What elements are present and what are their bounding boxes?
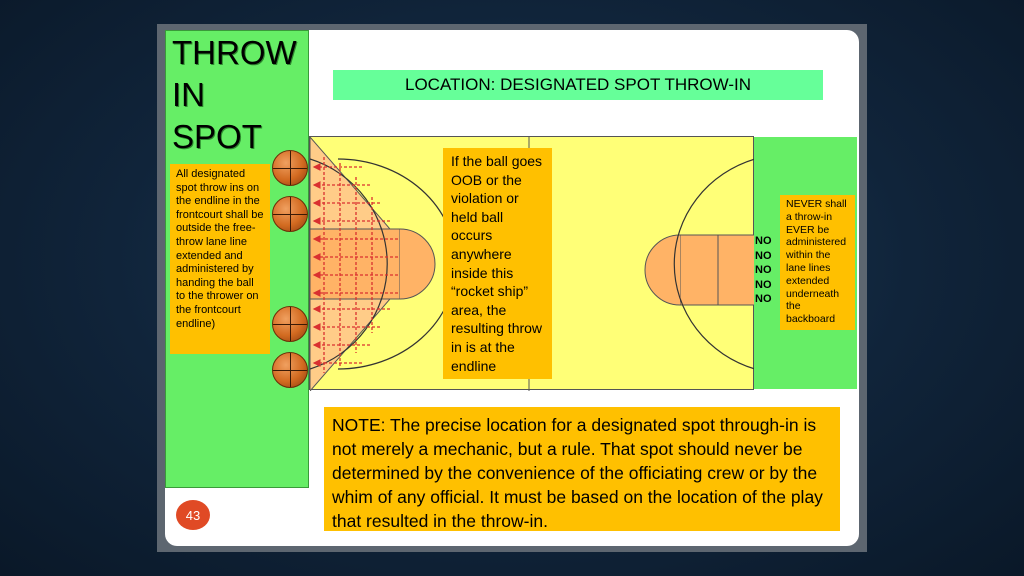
slide-title: THROW IN SPOT <box>172 32 312 158</box>
title-line-3: SPOT <box>172 118 262 155</box>
title-line-2: IN <box>172 76 205 113</box>
right-three-point-arc <box>673 158 755 370</box>
left-three-point-arc <box>310 158 388 370</box>
no-label: NO <box>755 293 772 305</box>
right-free-throw-arc <box>644 234 681 306</box>
basketball-icon <box>272 196 308 232</box>
no-label: NO <box>755 278 772 291</box>
left-free-throw-arc <box>399 228 436 300</box>
page-number-badge: 43 <box>176 500 210 530</box>
basketball-icon <box>272 150 308 186</box>
no-label: NO <box>755 249 772 262</box>
no-label: NO <box>755 264 772 276</box>
left-note-box: All designated spot throw ins on the end… <box>170 164 270 354</box>
no-labels: NO NO NO NO NO <box>755 234 779 307</box>
no-label: NO <box>755 235 772 247</box>
center-note-box: If the ball goes OOB or the violation or… <box>443 148 552 379</box>
bottom-note-box: NOTE: The precise location for a designa… <box>324 407 840 531</box>
location-banner: LOCATION: DESIGNATED SPOT THROW-IN <box>333 70 823 100</box>
court-drawing <box>310 137 755 391</box>
title-line-1: THROW <box>172 34 297 71</box>
basketball-icon <box>272 352 308 388</box>
red-arrows <box>312 163 398 367</box>
basketball-icon <box>272 306 308 342</box>
right-note-box: NEVER shall a throw-in EVER be administe… <box>780 195 855 330</box>
red-arrow-verticals <box>323 157 373 373</box>
